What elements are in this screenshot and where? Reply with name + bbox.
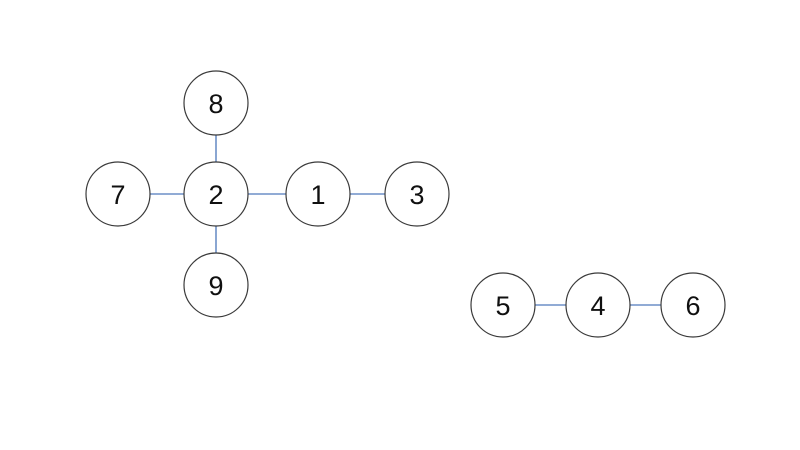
graph-node-circle-6[interactable]	[660, 272, 726, 338]
edge-layer	[150, 135, 661, 306]
graph-node-circle-1[interactable]	[285, 161, 351, 227]
graph-node-1[interactable]: 1	[285, 161, 351, 227]
graph-node-label-5: 5	[495, 291, 510, 321]
graph-node-label-4: 4	[590, 291, 605, 321]
graph-node-circle-3[interactable]	[384, 161, 450, 227]
graph-node-circle-2[interactable]	[183, 161, 249, 227]
graph-node-9[interactable]: 9	[183, 252, 249, 318]
graph-node-label-1: 1	[310, 180, 325, 210]
graph-node-label-7: 7	[110, 180, 125, 210]
graph-node-circle-5[interactable]	[470, 272, 536, 338]
graph-node-5[interactable]: 5	[470, 272, 536, 338]
graph-node-label-8: 8	[208, 89, 223, 119]
graph-node-7[interactable]: 7	[85, 161, 151, 227]
graph-node-label-9: 9	[208, 271, 223, 301]
graph-node-circle-7[interactable]	[85, 161, 151, 227]
graph-node-label-2: 2	[208, 180, 223, 210]
graph-node-circle-8[interactable]	[183, 70, 249, 136]
graph-node-label-3: 3	[409, 180, 424, 210]
graph-node-circle-9[interactable]	[183, 252, 249, 318]
graph-node-2[interactable]: 2	[183, 161, 249, 227]
graph-node-6[interactable]: 6	[660, 272, 726, 338]
graph-node-circle-4[interactable]	[565, 272, 631, 338]
graph-node-label-6: 6	[685, 291, 700, 321]
graph-node-4[interactable]: 4	[565, 272, 631, 338]
graph-node-3[interactable]: 3	[384, 161, 450, 227]
graph-node-8[interactable]: 8	[183, 70, 249, 136]
